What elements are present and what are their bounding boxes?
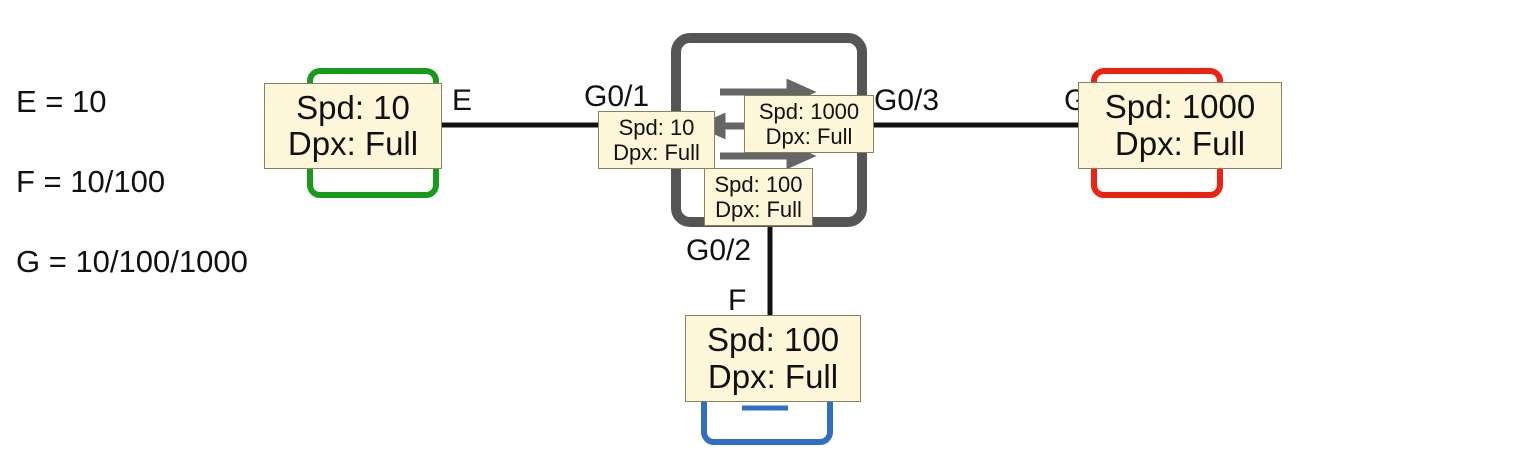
port-label-pc-bottom: F bbox=[728, 284, 747, 317]
duplex-text: Dpx: Full bbox=[287, 125, 419, 162]
speed-text: Spd: 1000 bbox=[758, 98, 860, 124]
label-box-sw-g01: Spd: 10 Dpx: Full bbox=[598, 111, 715, 169]
label-box-sw-g03: Spd: 1000 Dpx: Full bbox=[744, 95, 874, 153]
port-label-g01: G0/1 bbox=[584, 80, 650, 113]
label-box-pc-bottom: Spd: 100 Dpx: Full bbox=[685, 315, 861, 402]
port-label-g03: G0/3 bbox=[874, 84, 940, 117]
label-box-pc-left: Spd: 10 Dpx: Full bbox=[264, 83, 442, 169]
legend-item-e: E = 10 bbox=[16, 84, 107, 119]
label-box-sw-g02: Spd: 100 Dpx: Full bbox=[704, 168, 813, 226]
duplex-text: Dpx: Full bbox=[765, 124, 853, 149]
label-box-pc-right: Spd: 1000 Dpx: Full bbox=[1078, 82, 1282, 169]
port-label-g02: G0/2 bbox=[686, 234, 752, 267]
port-label-pc-left: E bbox=[452, 84, 473, 117]
speed-text: Spd: 10 bbox=[296, 88, 410, 126]
speed-text: Spd: 100 bbox=[706, 321, 840, 359]
duplex-text: Dpx: Full bbox=[715, 197, 802, 222]
speed-text: Spd: 100 bbox=[714, 171, 803, 197]
legend-item-f: F = 10/100 bbox=[16, 164, 166, 199]
duplex-text: Dpx: Full bbox=[707, 357, 839, 395]
duplex-text: Dpx: Full bbox=[613, 140, 700, 165]
speed-text: Spd: 10 bbox=[618, 114, 695, 140]
legend-item-g: G = 10/100/1000 bbox=[16, 244, 248, 279]
speed-text: Spd: 1000 bbox=[1104, 88, 1256, 126]
duplex-text: Dpx: Full bbox=[1114, 124, 1246, 162]
